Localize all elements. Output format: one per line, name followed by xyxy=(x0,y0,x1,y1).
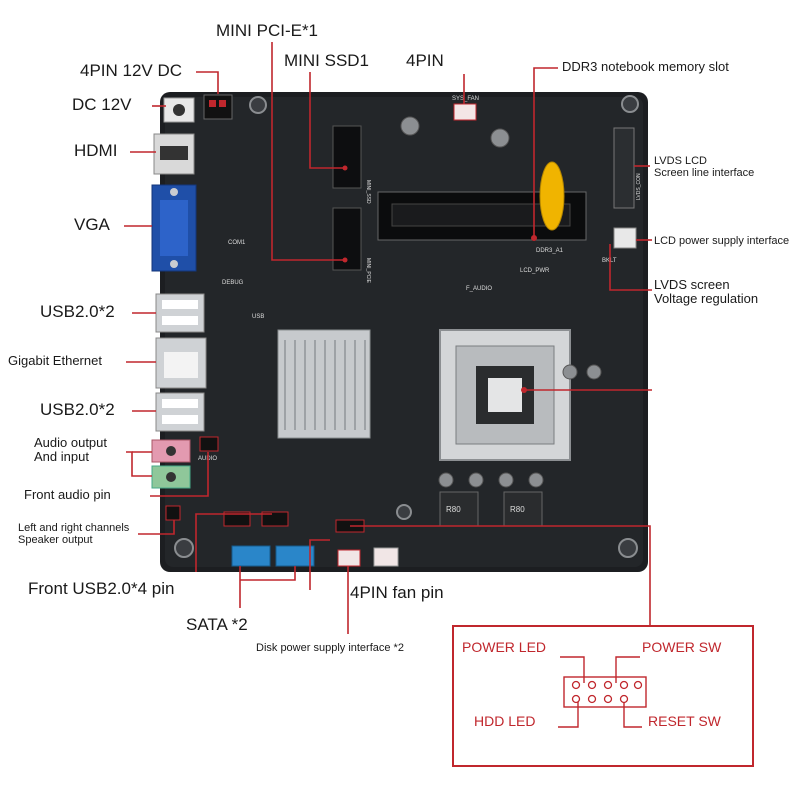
leader-front-panel xyxy=(350,525,651,625)
board-text-ddr3: DDR3_A1 xyxy=(536,248,564,254)
lcd-power-connector xyxy=(613,227,637,249)
capacitors xyxy=(400,116,602,488)
front-usb-header-2 xyxy=(261,511,289,527)
label-pin12v: 4PIN 12V DC xyxy=(80,61,183,80)
label-lvds: LVDS LCD Screen line interface xyxy=(654,155,754,179)
leader-sata-2 xyxy=(240,566,296,581)
label-disk-power: Disk power supply interface *2 xyxy=(256,642,404,654)
label-mini-pcie: MINI PCI-E*1 xyxy=(216,21,319,40)
speaker-header xyxy=(165,505,181,521)
label-fan-pin: 4PIN fan pin xyxy=(350,583,444,602)
label-power-sw: POWER SW xyxy=(642,639,722,655)
leader-lvds-volt xyxy=(609,244,652,291)
leader-fan xyxy=(309,539,330,590)
label-speaker-line1: Left and right channels xyxy=(18,522,130,534)
label-usb-top: USB2.0*2 xyxy=(40,302,115,321)
label-ddr3: DDR3 notebook memory slot xyxy=(562,59,729,74)
mounting-holes xyxy=(174,95,639,558)
label-power-led: POWER LED xyxy=(462,639,547,655)
board-text-lvds: LVDS_CON xyxy=(636,173,642,200)
label-audio-line2: And input xyxy=(34,449,89,465)
label-lvds-line2: Screen line interface xyxy=(654,167,755,180)
pin-line-reset-sw xyxy=(623,701,642,728)
label-speaker: Left and right channels Speaker output xyxy=(18,522,129,546)
leader-pin12v xyxy=(196,71,219,94)
label-lvds-volt-line1: LVDS screen xyxy=(654,277,730,292)
sata-port-1 xyxy=(231,545,271,567)
front-usb-header-1 xyxy=(223,511,251,527)
board-text-com: COM1 xyxy=(228,240,246,246)
label-audio: Audio output And input xyxy=(34,435,108,465)
board-text-r80a: R80 xyxy=(446,505,461,514)
disk-power-2 xyxy=(373,547,399,567)
leader-front-usb xyxy=(195,513,226,572)
pin-line-power-sw xyxy=(615,656,640,683)
label-hdmi: HDMI xyxy=(74,141,118,160)
board-text-lcd-pwr: LCD_PWR xyxy=(520,268,550,274)
board-text-r80b: R80 xyxy=(510,505,525,514)
board-text-usb: USB xyxy=(252,314,264,320)
pin-1 xyxy=(571,680,581,690)
mini-ssd-slot xyxy=(332,125,362,189)
board-text-mini-ssd: MINI_SSD xyxy=(365,180,371,204)
label-hdd-led: HDD LED xyxy=(474,713,536,729)
pin-3 xyxy=(587,680,597,690)
label-mini-ssd: MINI SSD1 xyxy=(284,51,370,70)
front-audio-header xyxy=(199,436,219,452)
leader-speaker xyxy=(138,520,175,535)
inductor-b xyxy=(503,491,543,527)
label-4pin-top: 4PIN xyxy=(406,51,444,70)
label-vga: VGA xyxy=(74,215,110,234)
pin-2 xyxy=(571,694,581,704)
board-text-debug: DEBUG xyxy=(222,280,244,286)
pin12v-connector xyxy=(203,94,233,120)
pin-line-power-led xyxy=(560,656,585,683)
label-front-audio: Front audio pin xyxy=(24,487,111,502)
leader-front-audio xyxy=(150,452,209,497)
label-speaker-line2: Speaker output xyxy=(18,534,93,547)
board-text-sys-fan: SYS_FAN xyxy=(452,96,479,102)
label-usb-bottom: USB2.0*2 xyxy=(40,400,115,419)
pin-9 xyxy=(633,680,643,690)
pin-4 xyxy=(587,694,597,704)
leader-ddr3 xyxy=(533,67,558,238)
label-lvds-line1: LVDS LCD xyxy=(654,155,707,167)
pin-6 xyxy=(603,694,613,704)
board-text-mini-pcie: MINI_PCIE xyxy=(365,258,371,284)
label-lcd-power: LCD power supply interface xyxy=(654,235,790,247)
label-reset-sw: RESET SW xyxy=(648,713,721,729)
label-lvds-volt: LVDS screen Voltage regulation xyxy=(654,277,759,307)
pin-line-hdd-led xyxy=(558,701,579,728)
leader-audio xyxy=(126,451,152,477)
label-ethernet: Gigabit Ethernet xyxy=(8,353,102,368)
label-front-usb: Front USB2.0*4 pin xyxy=(28,579,175,598)
pin-7 xyxy=(619,680,629,690)
pin-5 xyxy=(603,680,613,690)
pin-8 xyxy=(619,694,629,704)
label-sata: SATA *2 xyxy=(186,615,248,634)
leader-mini-ssd xyxy=(309,72,345,169)
cmos-battery xyxy=(539,161,565,231)
label-lvds-volt-line2: Voltage regulation xyxy=(654,291,759,307)
inductor-a xyxy=(439,491,479,527)
label-dc12v: DC 12V xyxy=(72,95,132,114)
board-text-f-audio: F_AUDIO xyxy=(466,286,492,292)
disk-power-1 xyxy=(337,549,361,567)
leader-mini-pcie xyxy=(271,42,345,261)
front-panel-pin-diagram xyxy=(558,656,647,728)
lvds-connector xyxy=(613,127,635,209)
label-audio-line1: Audio output xyxy=(34,435,108,450)
pin-header-outline xyxy=(563,676,647,708)
front-panel-detail: POWER LED POWER SW HDD LED RESET SW xyxy=(452,625,754,767)
sys-fan-connector xyxy=(453,103,477,121)
